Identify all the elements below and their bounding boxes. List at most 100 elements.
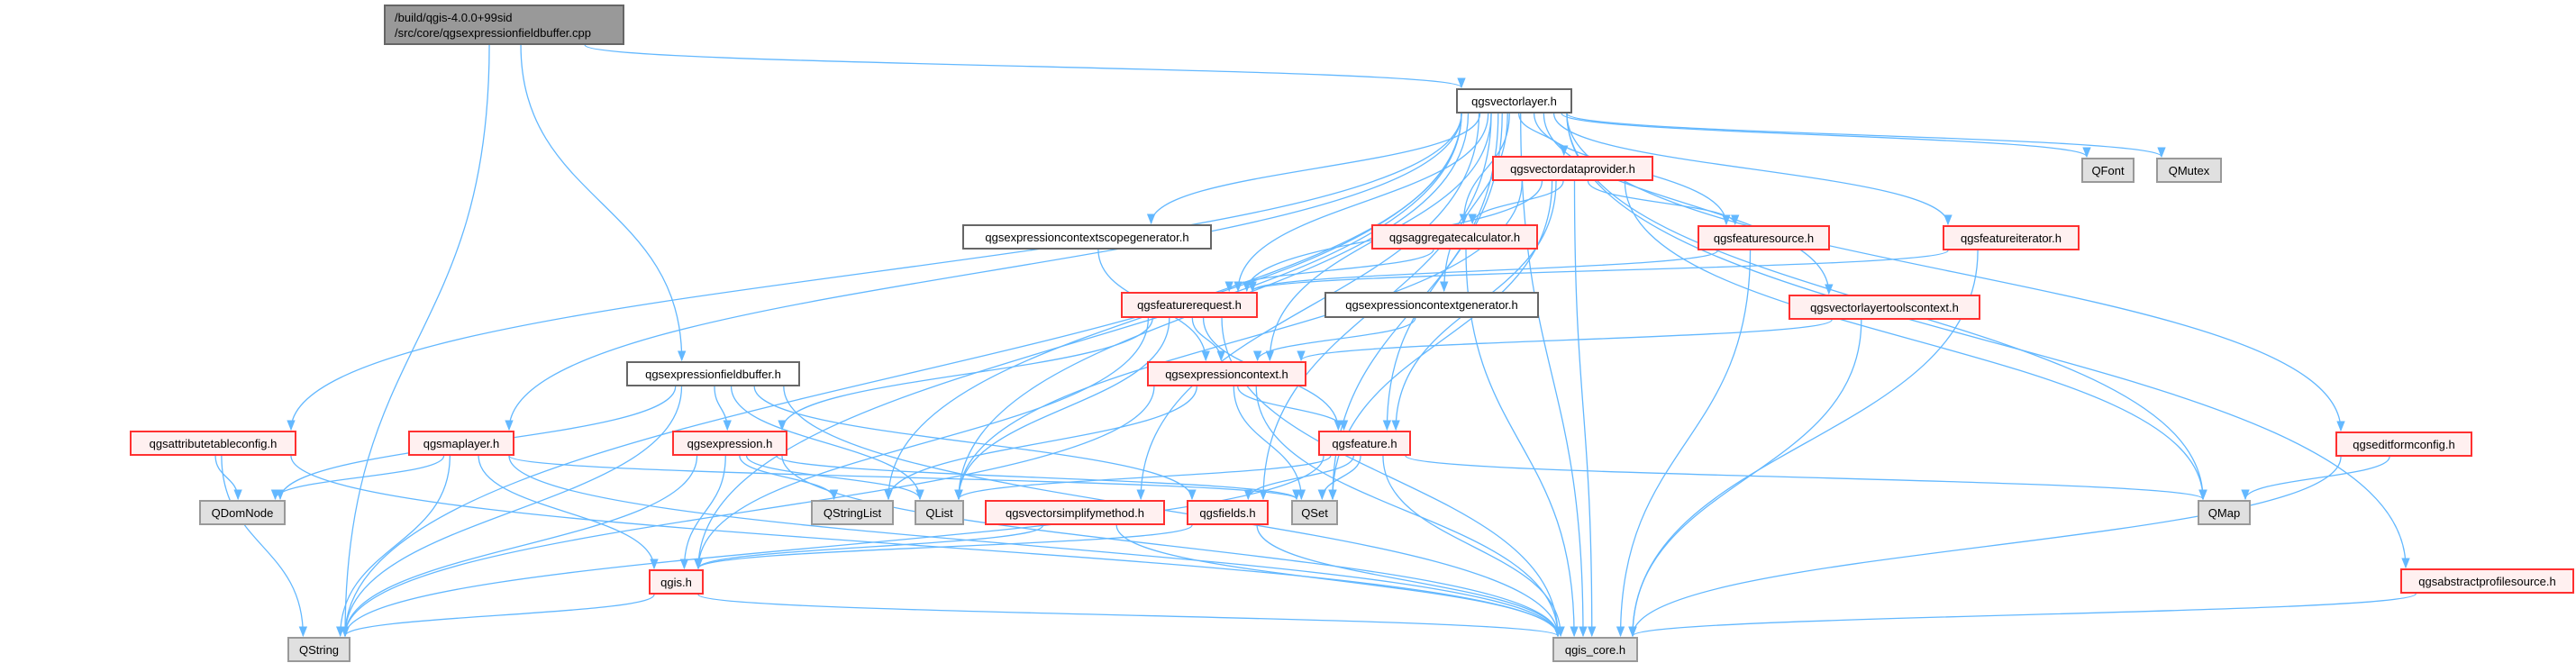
node-label: qgsvectorlayertoolscontext.h	[1810, 300, 1959, 314]
node-qset[interactable]: QSet	[1291, 500, 1338, 525]
node-label: qgsfeature.h	[1332, 436, 1397, 450]
node-label: QDomNode	[211, 505, 274, 520]
edge-exprctx-to-qstringlist	[884, 386, 1197, 501]
edge-aggcalc-to-qgiscore	[1465, 249, 1579, 638]
node-profilesource[interactable]: qgsabstractprofilesource.h	[2400, 568, 2574, 594]
edge-vectorlayer-to-vltoolsctx	[1543, 113, 1834, 295]
edge-fieldbuffer-to-expression	[714, 386, 732, 431]
node-fieldbuffer[interactable]: qgsexpressionfieldbuffer.h	[626, 361, 800, 386]
node-label: qgsabstractprofilesource.h	[2418, 574, 2556, 588]
node-label: qgsfields.h	[1199, 505, 1256, 520]
edge-expression-to-qgiscore	[781, 455, 1562, 638]
edge-vectorlayer-to-attrtable	[287, 113, 1462, 431]
edge-vectordataprovider-to-qgiscore	[1573, 180, 1597, 638]
edge-vectorlayer-to-profilesource	[1566, 113, 2410, 569]
edge-expression-to-qset	[776, 455, 1301, 501]
edge-vectorlayer-to-featurerequest	[1233, 113, 1489, 293]
node-label: qgsattributetableconfig.h	[149, 436, 278, 450]
node-editform[interactable]: qgseditformconfig.h	[2335, 431, 2472, 457]
root-title-line-1: /build/qgis-4.0.0+99sid	[395, 10, 513, 24]
edge-vectorlayer-to-vectordataprovider	[1518, 113, 1569, 157]
node-label: qgsexpression.h	[687, 436, 773, 450]
node-exprctx[interactable]: qgsexpressioncontext.h	[1147, 361, 1306, 386]
edge-vectordataprovider-to-aggcalc	[1468, 180, 1564, 225]
node-featurerequest[interactable]: qgsfeaturerequest.h	[1121, 292, 1258, 318]
edge-ctxgen-to-exprctx	[1253, 317, 1416, 362]
node-label: qgsexpressioncontextscopegenerator.h	[985, 230, 1189, 244]
node-expression[interactable]: qgsexpression.h	[672, 431, 787, 456]
edge-vectorlayer-to-ctxscopegen	[1146, 113, 1481, 225]
node-label: qgsexpressionfieldbuffer.h	[645, 367, 781, 381]
node-root-file[interactable]: /build/qgis-4.0.0+99sid /src/core/qgsexp…	[384, 5, 624, 45]
node-fields[interactable]: qgsfields.h	[1187, 500, 1269, 525]
node-qlist[interactable]: QList	[915, 500, 964, 525]
edge-vectorlayer-to-simplify	[1136, 113, 1480, 501]
node-qstringlist[interactable]: QStringList	[811, 500, 894, 525]
edge-fields-to-qgiscore	[1256, 524, 1562, 638]
edge-root-to-vectorlayer	[584, 44, 1466, 89]
edge-feature-to-qset	[1317, 455, 1361, 501]
node-label: qgsvectordataprovider.h	[1510, 161, 1635, 176]
edge-featuresource-to-featurerequest	[1248, 250, 1719, 293]
node-label: QSet	[1301, 505, 1328, 520]
edge-fieldbuffer-to-fields	[753, 386, 1197, 501]
edge-featuresource-to-qgiscore	[1616, 250, 1752, 638]
node-ctxgen[interactable]: qgsexpressioncontextgenerator.h	[1324, 292, 1539, 318]
edge-maplayer-to-qstring	[336, 455, 451, 638]
node-attrtable[interactable]: qgsattributetableconfig.h	[130, 431, 296, 456]
edge-exprctx-to-qstring	[341, 386, 1155, 638]
edge-expression-to-qstring	[341, 455, 698, 638]
edge-expression-to-qlist	[745, 455, 924, 501]
node-label: qgsexpressioncontext.h	[1165, 367, 1288, 381]
edge-maplayer-to-qdomnode	[270, 455, 445, 501]
node-label: qgis_core.h	[1564, 642, 1626, 657]
edge-vectorlayer-to-qgiscore	[1520, 113, 1588, 638]
edge-vectorlayer-to-qgis	[694, 113, 1462, 570]
node-qmap[interactable]: QMap	[2198, 500, 2251, 525]
edge-vectordataprovider-to-qmap	[1624, 180, 2207, 501]
node-ctxscopegen[interactable]: qgsexpressioncontextscopegenerator.h	[962, 224, 1212, 250]
edge-vectorlayer-to-editform	[1566, 113, 2345, 432]
node-qgiscore[interactable]: qgis_core.h	[1552, 637, 1638, 662]
node-label: qgsexpressioncontextgenerator.h	[1345, 298, 1518, 312]
node-label: qgsfeaturerequest.h	[1137, 298, 1242, 312]
node-qgis[interactable]: qgis.h	[649, 569, 704, 595]
node-label: QList	[925, 505, 953, 520]
edge-vltoolsctx-to-qgiscore	[1628, 319, 1862, 638]
node-maplayer[interactable]: qgsmaplayer.h	[408, 431, 514, 456]
node-qmutex[interactable]: QMutex	[2156, 158, 2222, 183]
edge-featureiterator-to-featurerequest	[1248, 250, 1949, 293]
root-title-line-2: /src/core/qgsexpressionfieldbuffer.cpp	[395, 25, 591, 40]
edge-featurerequest-to-expression	[778, 317, 1153, 431]
edge-vectorlayer-to-ctxgen	[1440, 113, 1508, 293]
node-qstring[interactable]: QString	[287, 637, 350, 662]
node-aggcalc[interactable]: qgsaggregatecalculator.h	[1371, 224, 1538, 250]
edge-profilesource-to-qgiscore	[1628, 593, 2417, 638]
node-label: qgsfeatureiterator.h	[1960, 231, 2062, 245]
node-label: QStringList	[823, 505, 882, 520]
node-featuresource[interactable]: qgsfeaturesource.h	[1698, 225, 1830, 250]
edge-fieldbuffer-to-qstring	[341, 386, 683, 638]
edge-featurerequest-to-qlist	[954, 317, 1170, 501]
edge-feature-to-qgiscore	[1382, 455, 1565, 638]
node-label: QMap	[2207, 505, 2241, 520]
node-vectorlayer[interactable]: qgsvectorlayer.h	[1456, 88, 1572, 114]
node-simplify[interactable]: qgsvectorsimplifymethod.h	[985, 500, 1165, 525]
node-label: qgsaggregatecalculator.h	[1388, 230, 1521, 244]
edge-vectorlayer-to-qmutex	[1566, 113, 2166, 159]
node-label: QMutex	[2168, 163, 2210, 177]
node-qdomnode[interactable]: QDomNode	[199, 500, 286, 525]
edge-featurerequest-to-qgis	[694, 317, 1150, 570]
node-featureiterator[interactable]: qgsfeatureiterator.h	[1943, 225, 2080, 250]
node-feature[interactable]: qgsfeature.h	[1318, 431, 1411, 456]
node-label: qgsvectorsimplifymethod.h	[1006, 505, 1144, 520]
node-qfont[interactable]: QFont	[2081, 158, 2135, 183]
edge-exprctx-to-qset	[1233, 386, 1306, 501]
node-vectordataprovider[interactable]: qgsvectordataprovider.h	[1492, 156, 1653, 181]
edge-maplayer-to-qgiscore	[508, 455, 1562, 638]
node-label: QString	[298, 642, 340, 657]
node-vltoolsctx[interactable]: qgsvectorlayertoolscontext.h	[1789, 295, 1980, 320]
edge-aggcalc-to-featurerequest	[1224, 249, 1434, 293]
node-label: QFont	[2091, 163, 2125, 177]
